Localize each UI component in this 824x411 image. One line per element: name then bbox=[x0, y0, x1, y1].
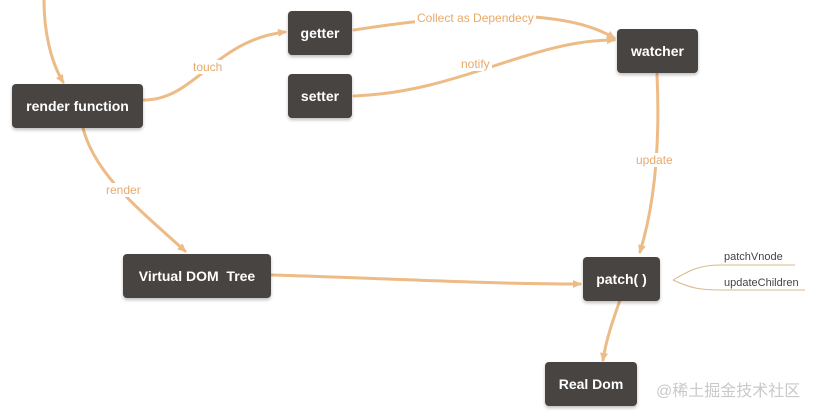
notify-label: notify bbox=[459, 57, 492, 71]
edge-vdom-to-patch bbox=[270, 273, 582, 288]
edge-patch-to-real-dom bbox=[600, 298, 622, 362]
edge-update bbox=[638, 72, 660, 254]
update-label: update bbox=[634, 153, 675, 167]
edge-notify bbox=[352, 36, 616, 98]
edge-entry-to-render-function bbox=[42, 0, 65, 84]
branch-line-update-children bbox=[672, 279, 805, 291]
render-label: render bbox=[104, 183, 143, 197]
touch-label: touch bbox=[191, 60, 225, 74]
branch-line-patch-vnode bbox=[672, 264, 795, 281]
patch-node: patch( ) bbox=[583, 257, 660, 301]
render-function-node: render function bbox=[12, 84, 143, 128]
real-dom-node: Real Dom bbox=[545, 362, 637, 406]
patch-vnode-label: patchVnode bbox=[724, 251, 783, 263]
watermark: @稀土掘金技术社区 bbox=[656, 383, 801, 400]
getter-node: getter bbox=[288, 11, 352, 55]
virtual-dom-tree-node: Virtual DOM Tree bbox=[123, 254, 271, 298]
setter-node: setter bbox=[288, 74, 352, 118]
watcher-node: watcher bbox=[617, 29, 698, 73]
update-children-label: updateChildren bbox=[724, 277, 799, 289]
collect-as-dependency-label: Collect as Dependecy bbox=[415, 11, 536, 25]
